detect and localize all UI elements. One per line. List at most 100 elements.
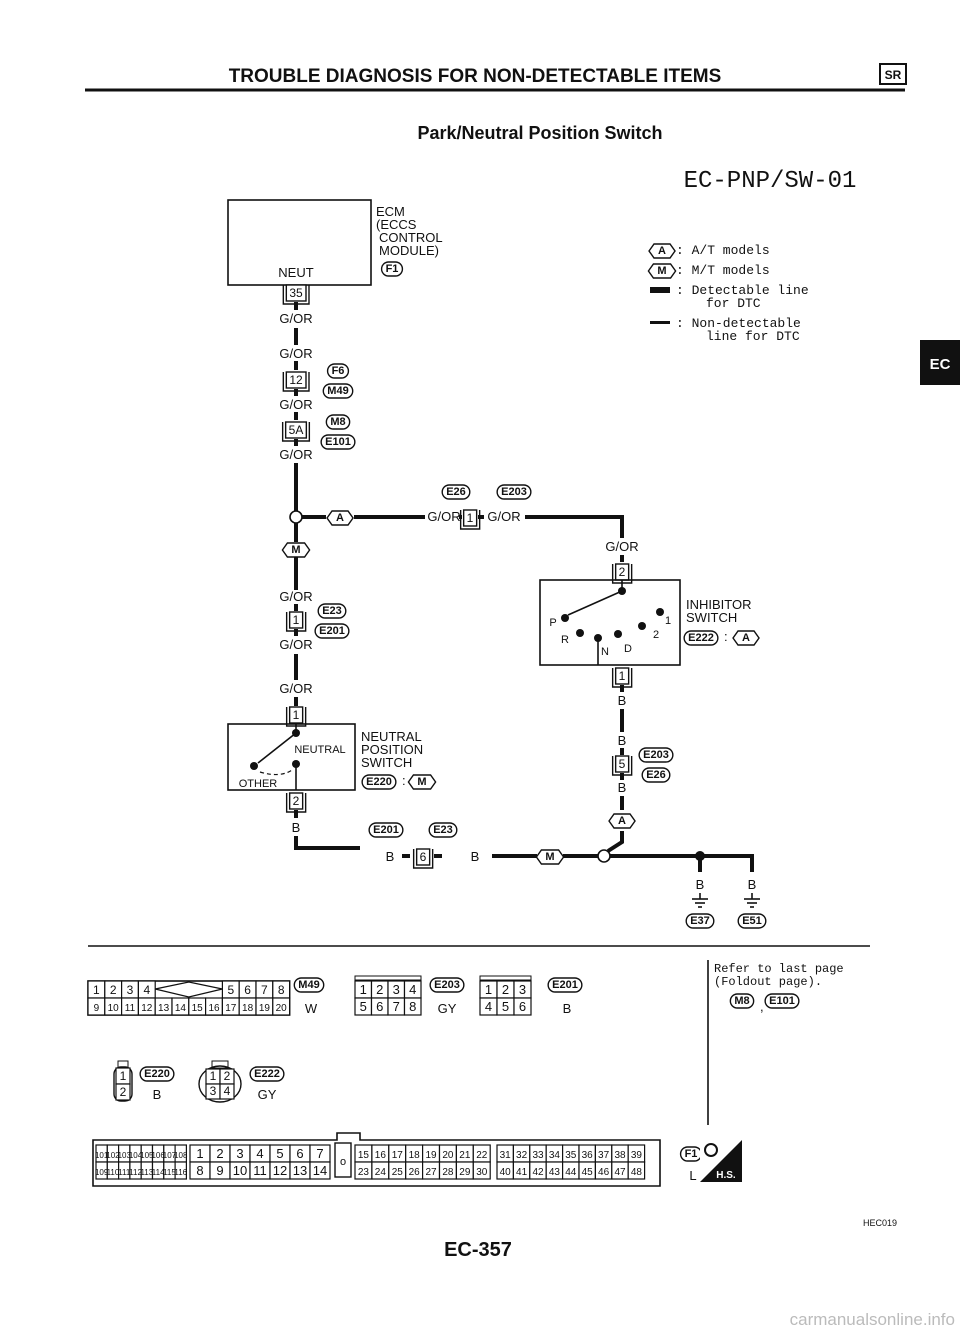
connector-m8: M8	[734, 995, 749, 1007]
pin-number: 2	[216, 1146, 223, 1161]
pin-number: 42	[532, 1167, 544, 1178]
connector-oval	[496, 484, 532, 500]
pin-number: 29	[459, 1167, 471, 1178]
pin-number: 20	[442, 1150, 454, 1161]
svg-text:N: N	[601, 646, 609, 658]
pin-number: 35	[565, 1150, 577, 1161]
pin-number: 21	[459, 1150, 471, 1161]
connector-oval	[441, 484, 471, 500]
pin-number: 5	[360, 999, 367, 1014]
joint-terminal-1m: 1	[293, 613, 300, 627]
svg-text:D: D	[624, 643, 632, 655]
model-diamond	[648, 243, 676, 259]
connector-outline	[92, 1132, 661, 1187]
pin-number: 14	[313, 1163, 327, 1178]
pin-number: 4	[256, 1146, 263, 1161]
pin-number: 6	[376, 999, 383, 1014]
inhibitor-switch-label: INHIBITOR	[686, 597, 752, 612]
wire-color: G/OR	[279, 397, 312, 412]
model-diamond	[407, 774, 437, 790]
connector-e101: E101	[325, 436, 351, 448]
pin-number: 37	[598, 1150, 610, 1161]
connector-f6: F6	[332, 365, 345, 377]
pin-number: 102	[106, 1151, 120, 1160]
joint-terminal-5: 5	[619, 757, 626, 771]
model-m-marker: M	[417, 776, 426, 788]
pin-number: 32	[516, 1150, 528, 1161]
pin-number: 23	[358, 1167, 370, 1178]
pin-number: 108	[174, 1151, 188, 1160]
pin-number: 3	[519, 982, 526, 997]
pin-number: 3	[127, 983, 134, 997]
pin-number: 38	[614, 1150, 626, 1161]
pin-number: 2	[376, 982, 383, 997]
connector-color: B	[563, 1001, 572, 1016]
pin-number: 25	[392, 1167, 404, 1178]
svg-text:line for DTC: line for DTC	[706, 329, 800, 344]
terminal-box	[415, 848, 431, 866]
connector-id: E220	[144, 1068, 170, 1080]
pin-number: 3	[393, 982, 400, 997]
pin-number: 47	[614, 1167, 626, 1178]
pin-cell	[513, 997, 532, 1016]
terminal-35: 35	[289, 286, 303, 300]
pin-number: 1	[210, 1069, 217, 1083]
wire-color: B	[618, 693, 627, 708]
pin-number: 24	[375, 1167, 387, 1178]
pin-number: 28	[442, 1167, 454, 1178]
neutral-switch-terminal-2: 2	[293, 794, 300, 808]
svg-text:SWITCH: SWITCH	[686, 610, 737, 625]
pin-number: 110	[107, 1168, 120, 1177]
svg-text:SWITCH: SWITCH	[361, 755, 412, 770]
connector-e37: E37	[690, 915, 710, 927]
pin-number: 5	[227, 983, 234, 997]
svg-text:2: 2	[653, 629, 659, 641]
pin-number: 12	[273, 1163, 287, 1178]
pin-number: 1	[120, 1069, 127, 1083]
inhibitor-switch-box	[539, 579, 681, 666]
pin-number: 1	[360, 982, 367, 997]
connector-oval	[361, 774, 397, 790]
connector-e23: E23	[433, 824, 453, 836]
pin-number: 2	[224, 1069, 231, 1083]
watermark: carmanualsonline.info	[790, 1310, 955, 1329]
pin-number: 1	[93, 983, 100, 997]
pin-number: 15	[192, 1003, 204, 1014]
connector-e26: E26	[646, 769, 666, 781]
pin-number: 5	[502, 999, 509, 1014]
svg-text:EC: EC	[930, 356, 951, 373]
pin-number: 2	[502, 982, 509, 997]
pin-number: 7	[261, 983, 268, 997]
connector-id: E201	[552, 979, 578, 991]
side-tab-ec[interactable]: EC	[920, 340, 960, 385]
pin-number: 13	[293, 1163, 307, 1178]
joint-terminal-1a: 1	[467, 511, 474, 525]
pin-number: 115	[163, 1168, 176, 1177]
svg-text:MODULE): MODULE)	[379, 243, 439, 258]
connector-m8: M8	[330, 416, 345, 428]
svg-text:(Foldout page).: (Foldout page).	[714, 975, 822, 989]
joint-terminal-12: 12	[289, 373, 303, 387]
pin-number: 40	[500, 1167, 512, 1178]
connector-color: L	[689, 1168, 696, 1183]
connector-oval	[368, 822, 404, 838]
pin-number: 18	[242, 1003, 254, 1014]
harness-side-badge: H.S.	[700, 1140, 742, 1182]
pin-number: 17	[225, 1003, 237, 1014]
wire-color: G/OR	[279, 311, 312, 326]
model-a-marker: A	[742, 632, 750, 644]
diagram-code: EC-PNP/SW-01	[684, 168, 857, 195]
ground-e51: B E51	[737, 877, 767, 929]
inhibitor-terminal-2: 2	[619, 565, 626, 579]
svg-text:R: R	[561, 634, 569, 646]
wire-color: G/OR	[279, 589, 312, 604]
junction-point	[597, 849, 611, 863]
pin-number: 4	[143, 983, 150, 997]
model-diamond	[732, 630, 760, 646]
wire-color: G/OR	[279, 637, 312, 652]
pin-number: 13	[158, 1003, 170, 1014]
connector-id: E222	[254, 1068, 280, 1080]
pin-number: 1	[485, 982, 492, 997]
pin-number: 3	[236, 1146, 243, 1161]
